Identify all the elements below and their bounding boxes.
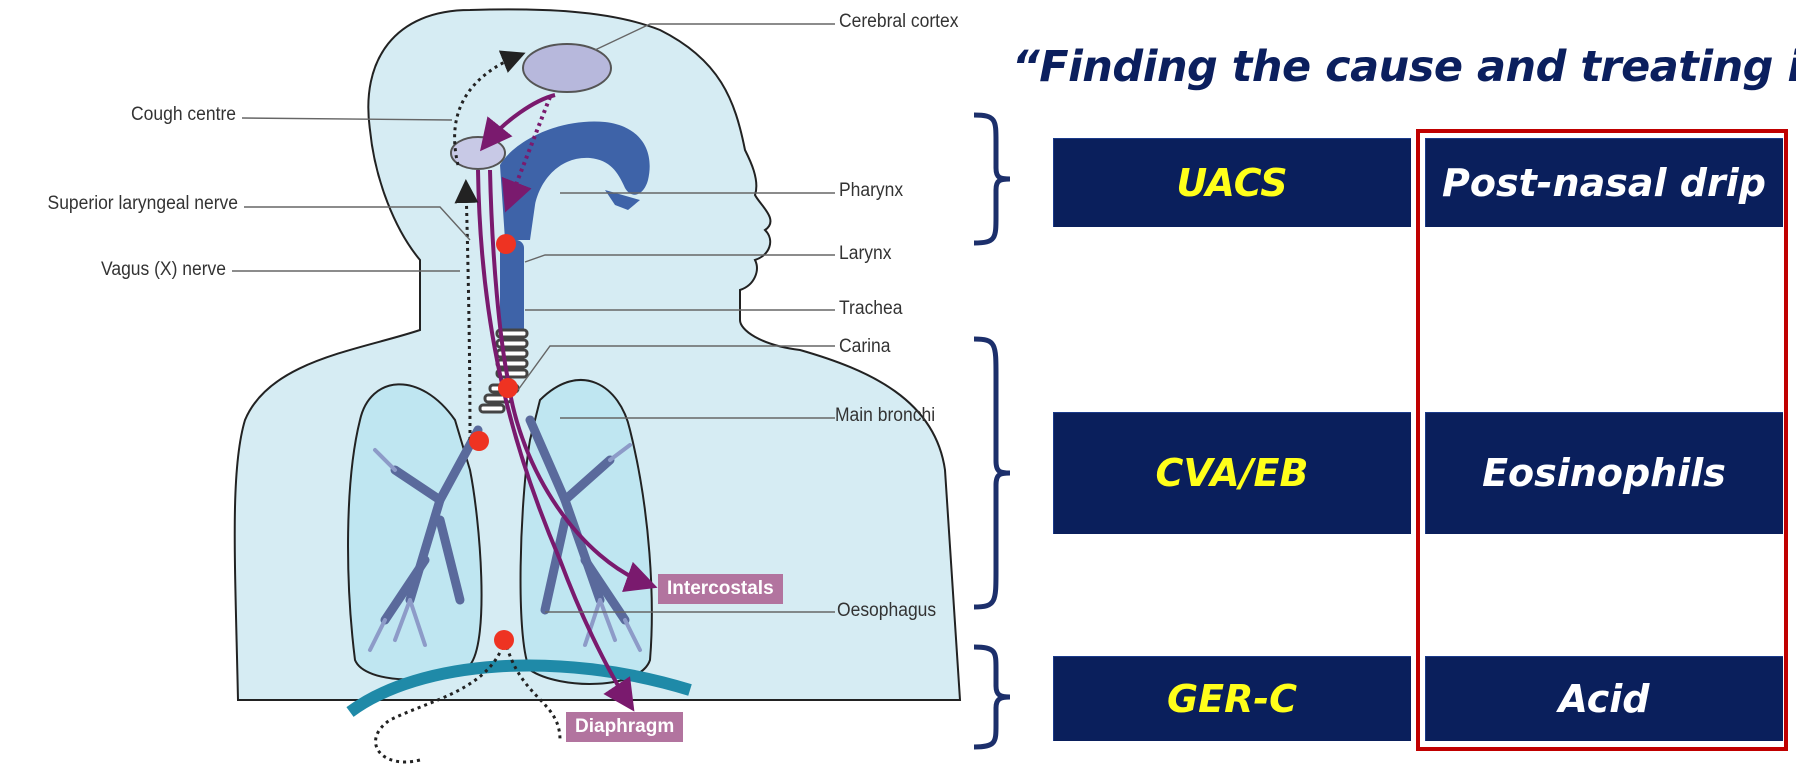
brace-cva-eb — [970, 336, 1020, 611]
label-diaphragm: Diaphragm — [566, 712, 683, 742]
label-cough-centre: Cough centre — [111, 104, 236, 126]
receptor-oesophagus — [494, 630, 514, 650]
brace-ger-c — [970, 644, 1020, 752]
cause-box-ger-c: GER-C — [1053, 656, 1411, 741]
slide-title: “Finding the cause and treating it” — [1012, 42, 1796, 92]
marker-column-highlight — [1416, 129, 1788, 751]
label-trachea: Trachea — [839, 298, 902, 320]
cerebral-cortex-area — [523, 44, 611, 92]
label-main-bronchi: Main bronchi — [835, 405, 935, 427]
cause-box-cva-eb: CVA/EB — [1053, 412, 1411, 534]
label-carina: Carina — [839, 336, 891, 358]
label-larynx: Larynx — [839, 243, 891, 265]
label-pharynx: Pharynx — [839, 180, 903, 202]
receptor-carina — [498, 378, 518, 398]
label-cerebral-cortex: Cerebral cortex — [839, 11, 958, 33]
receptor-larynx — [496, 234, 516, 254]
label-oesophagus: Oesophagus — [837, 600, 936, 622]
brace-uacs — [970, 112, 1020, 247]
cause-box-uacs: UACS — [1053, 138, 1411, 227]
label-intercostals: Intercostals — [658, 574, 783, 604]
receptor-bronchus — [469, 431, 489, 451]
label-superior-laryngeal-nerve: Superior laryngeal nerve — [19, 193, 238, 215]
label-vagus-nerve: Vagus (X) nerve — [55, 259, 226, 281]
